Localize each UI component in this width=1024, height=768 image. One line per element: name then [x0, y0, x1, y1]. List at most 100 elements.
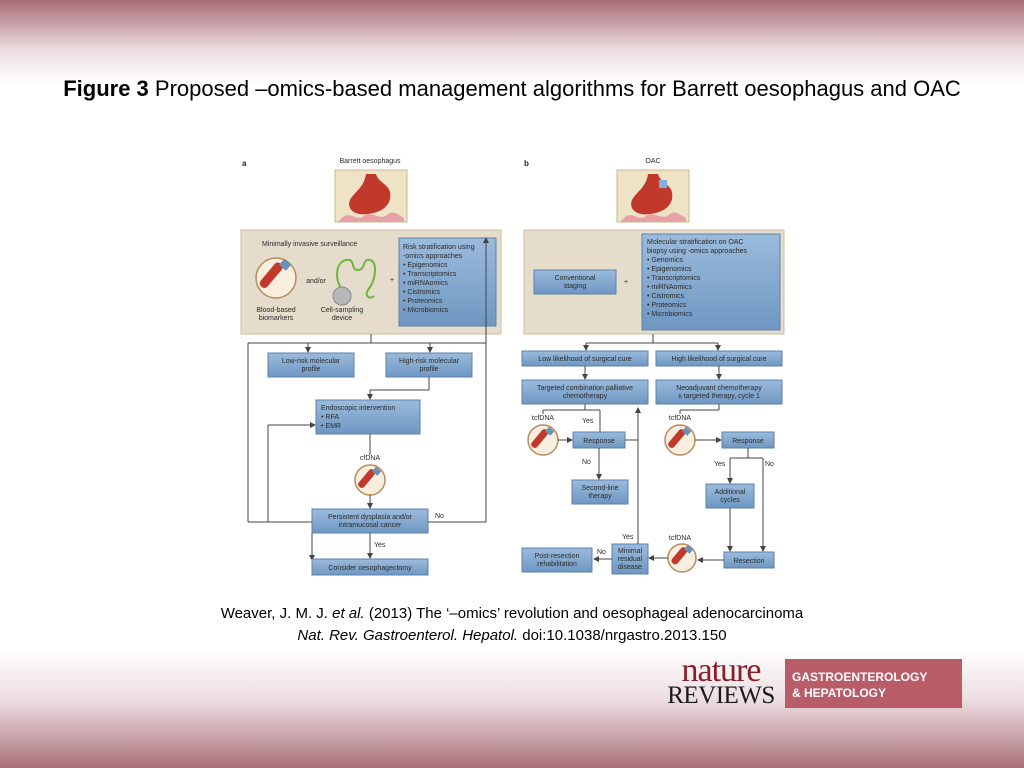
- endoscopic-3: • EMR: [321, 423, 341, 430]
- oesophagectomy-box: [311, 558, 429, 576]
- molecular-8: • Proteomics: [647, 302, 687, 309]
- risk-line-7: • Proteomics: [403, 298, 443, 305]
- additional-cycles-box: [705, 483, 755, 509]
- conventional-2: staging: [564, 283, 587, 290]
- nature-reviews-logo: nature REVIEWS GASTROENTEROLOGY & HEPATO…: [660, 652, 962, 709]
- cell-sampling-device-icon: [332, 258, 376, 306]
- neoadjuvant-2: ± targeted therapy, cycle 1: [678, 393, 760, 400]
- device-label-2: device: [332, 315, 352, 322]
- palliative-2: chemotherapy: [563, 393, 608, 400]
- low-likelihood-label: Low likelihood of surgical cure: [538, 356, 631, 363]
- caption-journal: Nat. Rev. Gastroenterol. Hepatol.: [297, 627, 519, 644]
- tcfdna-label-2: tcfDNA: [669, 415, 692, 422]
- response-label-2: Response: [732, 438, 764, 445]
- caption-line-1: Weaver, J. M. J. et al. (2013) The ‘–omi…: [100, 603, 924, 625]
- figure-diagram: a Barrett oesophagus Minimally invasive …: [238, 150, 786, 580]
- conventional-1: Conventional: [555, 275, 596, 282]
- second-line-box: [571, 479, 629, 505]
- blood-tube-icon: [255, 257, 297, 299]
- post-resection-1: Post-resection: [535, 553, 580, 560]
- flowchart-svg: a Barrett oesophagus Minimally invasive …: [240, 158, 785, 576]
- logo-journal-line-2: & HEPATOLOGY: [792, 686, 887, 700]
- molecular-4: • Epigenomics: [647, 266, 692, 273]
- caption-etal: et al.: [332, 605, 365, 622]
- tcfdna-tube-icon-3: [667, 543, 697, 573]
- no-label-b2: No: [765, 461, 774, 468]
- persistent-dysplasia-box: [311, 508, 429, 534]
- caption-line-2: Nat. Rev. Gastroenterol. Hepatol. doi:10…: [100, 625, 924, 647]
- persistent-1: Persistent dysplasia and/or: [328, 514, 413, 521]
- risk-line-3: • Epigenomics: [403, 262, 448, 269]
- panel-a-header: Barrett oesophagus: [339, 158, 401, 165]
- palliative-1: Targeted combination palliative: [537, 385, 633, 392]
- cfdna-tube-icon: [354, 464, 386, 496]
- risk-line-8: • Microbiomics: [403, 307, 449, 314]
- molecular-7: • Cistromics: [647, 293, 685, 300]
- and-or-label: and/or: [306, 278, 327, 285]
- endoscopic-2: • RFA: [321, 414, 339, 421]
- high-risk-1: High-risk molecular: [399, 358, 460, 365]
- caption-title: (2013) The ‘–omics’ revolution and oesop…: [368, 605, 804, 622]
- blood-label-1: Blood-based: [256, 307, 295, 314]
- mrd-2: residual: [618, 556, 643, 563]
- stomach-illustration-a: [334, 169, 408, 223]
- figure-caption: Weaver, J. M. J. et al. (2013) The ‘–omi…: [100, 603, 924, 647]
- yes-label-a: Yes: [374, 542, 386, 549]
- low-risk-1: Low-risk molecular: [282, 358, 341, 365]
- response-label-1: Response: [583, 438, 615, 445]
- logo-nature-text: nature: [681, 652, 762, 689]
- post-resection-2: rehabilitation: [537, 561, 577, 568]
- caption-doi: doi:10.1038/nrgastro.2013.150: [522, 627, 727, 644]
- conventional-staging-box: [533, 269, 617, 295]
- post-resection-box: [521, 547, 593, 573]
- panel-b-letter: b: [524, 159, 529, 168]
- risk-line-2: -omics approaches: [403, 253, 463, 260]
- mrd-1: Minimal: [618, 548, 643, 555]
- risk-line-6: • Cistromics: [403, 289, 441, 296]
- resection-label: Resection: [733, 558, 764, 565]
- additional-1: Additional: [715, 489, 746, 496]
- figure-label: Figure 3: [63, 76, 149, 101]
- tcfdna-label-3: tcfDNA: [669, 535, 692, 542]
- no-label-b1: No: [582, 459, 591, 466]
- no-label-b3: No: [597, 549, 606, 556]
- tcfdna-tube-icon-2: [664, 424, 696, 456]
- persistent-2: intramucosal cancer: [339, 522, 402, 529]
- tcfdna-label-1: tcfDNA: [532, 415, 555, 422]
- risk-line-5: • miRNAomics: [403, 280, 448, 287]
- second-line-2: therapy: [588, 493, 612, 500]
- additional-2: cycles: [720, 497, 740, 504]
- yes-label-b2: Yes: [714, 461, 726, 468]
- low-risk-box: [267, 352, 355, 378]
- oesophagectomy-label: Consider oesophagectomy: [328, 565, 412, 572]
- molecular-1: Molecular stratification on OAC: [647, 239, 743, 246]
- stomach-illustration-b: [616, 169, 690, 223]
- caption-authors: Weaver, J. M. J.: [220, 605, 328, 622]
- risk-line-1: Risk stratification using: [403, 244, 475, 251]
- yes-label-b3: Yes: [622, 534, 634, 541]
- endoscopic-1: Endoscopic intervention: [321, 405, 395, 412]
- neoadjuvant-1: Neoadjuvant chemotherapy: [676, 385, 762, 392]
- low-risk-2: profile: [301, 366, 320, 373]
- minimal-residual-disease-box: [611, 543, 649, 575]
- palliative-chemo-box: [521, 379, 649, 405]
- blood-label-2: biomarkers: [259, 315, 294, 322]
- neoadjuvant-box: [655, 379, 783, 405]
- figure-title-text: Proposed –omics-based management algorit…: [154, 76, 961, 101]
- logo-journal-block: GASTROENTEROLOGY & HEPATOLOGY: [785, 659, 962, 708]
- surveillance-title: Minimally invasive surveillance: [262, 241, 357, 248]
- molecular-9: • Microbiomics: [647, 311, 693, 318]
- mrd-3: disease: [618, 564, 642, 571]
- second-line-1: Second-line: [582, 485, 619, 492]
- molecular-2: biopsy using -omics approaches: [647, 248, 747, 255]
- molecular-3: • Genomics: [647, 257, 683, 264]
- molecular-stratification-box: [641, 233, 781, 331]
- risk-stratification-box: [398, 237, 497, 327]
- molecular-6: • miRNAomics: [647, 284, 692, 291]
- panel-a-letter: a: [242, 159, 247, 168]
- tcfdna-tube-icon-1: [527, 424, 559, 456]
- high-risk-box: [385, 352, 473, 378]
- panel-b-header: OAC: [645, 158, 660, 165]
- plus-b: +: [624, 279, 628, 286]
- risk-line-4: • Transcriptomics: [403, 271, 457, 278]
